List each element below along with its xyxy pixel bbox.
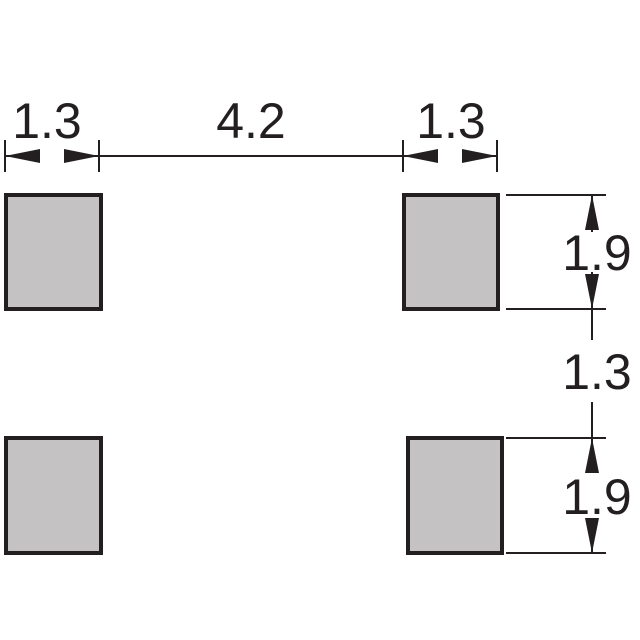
arrowhead xyxy=(5,149,40,163)
arrowhead xyxy=(462,149,497,163)
pad-bottom-left xyxy=(4,436,103,555)
arrowhead xyxy=(585,438,599,473)
pad-bottom-right xyxy=(406,436,504,555)
label-pad-height-top: 1.9 xyxy=(562,225,632,281)
pad-top-right xyxy=(402,193,500,311)
label-pad-height-bottom: 1.9 xyxy=(562,469,632,525)
arrowhead xyxy=(403,149,438,163)
arrowhead xyxy=(585,274,599,309)
label-pad-width-right: 1.3 xyxy=(416,93,486,149)
label-pad-spacing: 4.2 xyxy=(216,93,286,149)
label-pad-width-left: 1.3 xyxy=(12,93,82,149)
arrowhead xyxy=(64,149,99,163)
arrowhead xyxy=(585,518,599,553)
pad-top-left xyxy=(4,193,103,311)
label-pad-gap-vertical: 1.3 xyxy=(562,344,632,400)
arrowhead xyxy=(585,195,599,230)
